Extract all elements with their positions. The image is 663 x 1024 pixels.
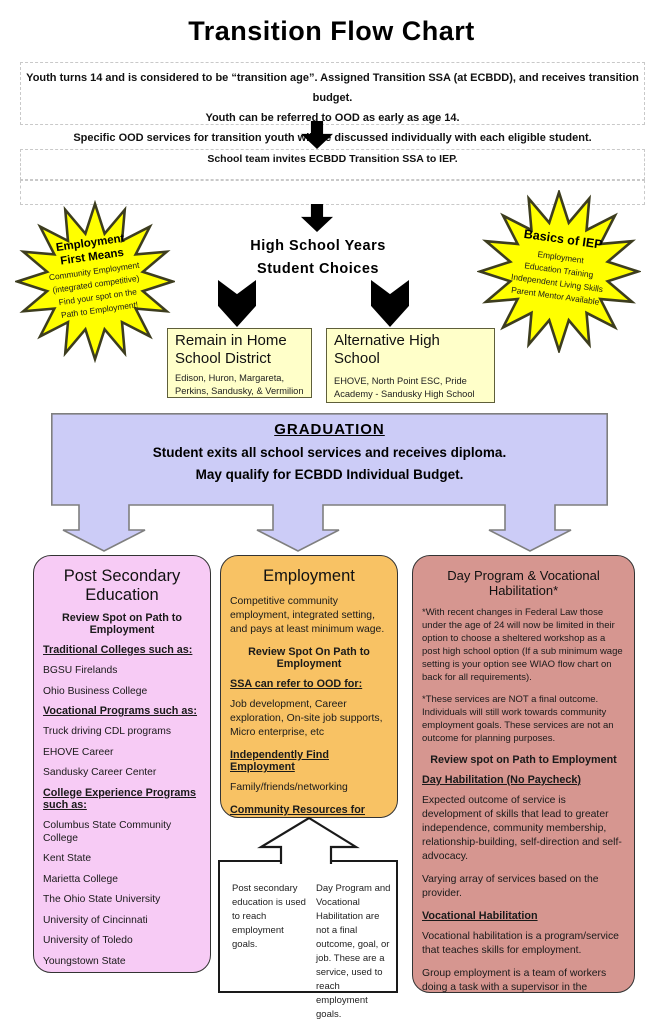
down-arrow-icon <box>301 204 333 232</box>
post-secondary-column: Post Secondary Education Review Spot on … <box>33 555 211 973</box>
note-left-text: Post secondary education is used to reac… <box>232 883 306 950</box>
graduation-line1: Student exits all school services and re… <box>152 445 507 460</box>
starburst-icon <box>15 200 175 363</box>
employment-column: Employment Competitive community employm… <box>220 555 398 818</box>
high-school-years-label: High School Years Student Choices <box>218 235 418 281</box>
list-item: Expected outcome of service is developme… <box>422 795 622 862</box>
review-spot-label: Review spot on Path to Employment <box>430 754 617 766</box>
section-header: Traditional Colleges such as: <box>43 644 193 656</box>
chevron-down-icon <box>218 280 256 327</box>
high-school-years-line2: Student Choices <box>257 261 379 277</box>
section-header: Vocational Programs such as: <box>43 705 198 717</box>
day-program-content: *With recent changes in Federal Law thos… <box>422 606 625 993</box>
intro-box: Youth turns 14 and is considered to be “… <box>20 62 645 144</box>
note-box: Post secondary education is used to reac… <box>218 860 398 1020</box>
graduation-text: GRADUATION Student exits all school serv… <box>51 421 608 482</box>
list-item: Ohio Business College <box>43 685 148 697</box>
section-header: Community Resources for Employment <box>230 804 365 817</box>
alt-school-body: EHOVE, North Point ESC, Pride Academy - … <box>334 376 475 399</box>
empty-dashed-box <box>20 180 645 205</box>
alt-school-box: Alternative High School EHOVE, North Poi… <box>326 328 495 403</box>
section-header: Independently Find Employment <box>230 749 329 773</box>
section-header: College Experience Programs such as: <box>43 786 197 811</box>
list-item: Marietta College <box>43 873 118 885</box>
employment-title: Employment <box>263 567 355 585</box>
list-item: Group employment is a team of workers do… <box>422 968 607 993</box>
section-header: SSA can refer to OOD for: <box>230 678 363 690</box>
list-item: EHOVE Career <box>43 746 114 758</box>
review-spot-label: Review Spot on Path to Employment <box>62 612 182 636</box>
list-item: Competitive community employment, integr… <box>230 596 385 635</box>
day-program-title: Day Program & Vocational Habilitation* <box>447 568 600 598</box>
list-item: Sandusky Career Center <box>43 767 157 778</box>
list-item: University of Cincinnati <box>43 914 148 926</box>
review-spot-label: Review Spot On Path to Employment <box>248 646 370 670</box>
starburst-text: Employment First Means Community Employm… <box>29 228 161 324</box>
list-item: The Ohio State University <box>43 894 161 905</box>
employment-content: Competitive community employment, integr… <box>230 595 388 817</box>
list-item: Youth turns 14 and is considered to be “… <box>26 72 639 104</box>
list-item: Job development, Career exploration, On-… <box>230 699 383 738</box>
invite-box: School team invites ECBDD Transition SSA… <box>20 149 645 180</box>
page-title: Transition Flow Chart <box>188 16 475 46</box>
list-item: *These services are NOT a final outcome.… <box>422 694 614 744</box>
list-item: Specific OOD services for transition you… <box>73 132 592 144</box>
up-arrow-icon <box>257 816 360 864</box>
list-item: Columbus State Community College <box>43 819 172 844</box>
list-item: Family/friends/networking <box>230 782 348 793</box>
home-district-box: Remain in Home School District Edison, H… <box>167 328 312 398</box>
list-item: Vocational habilitation is a program/ser… <box>422 931 619 956</box>
list-item: University of Toledo <box>43 935 133 946</box>
list-item: Kent State <box>43 853 92 864</box>
day-program-column: Day Program & Vocational Habilitation* *… <box>412 555 635 993</box>
list-item: Varying array of services based on the p… <box>422 874 599 899</box>
list-item: Youngstown State <box>43 955 126 967</box>
graduation-banner-shape <box>51 413 608 552</box>
alt-school-title: Alternative High School <box>334 332 440 367</box>
section-header: Day Habilitation (No Paycheck) <box>422 774 581 786</box>
graduation-line2: May qualify for ECBDD Individual Budget. <box>195 467 464 482</box>
list-item: *With recent changes in Federal Law thos… <box>422 607 623 683</box>
home-district-title: Remain in Home School District <box>175 332 287 367</box>
invite-text: School team invites ECBDD Transition SSA… <box>207 153 458 165</box>
employment-first-starburst: Employment First Means Community Employm… <box>15 200 175 363</box>
section-header: Vocational Habilitation <box>422 910 538 922</box>
graduation-title: GRADUATION <box>274 421 385 438</box>
list-item: Truck driving CDL programs <box>43 726 171 737</box>
list-item: BGSU Firelands <box>43 665 118 676</box>
high-school-years-line1: High School Years <box>250 238 386 254</box>
post-secondary-title: Post Secondary Education <box>63 567 181 604</box>
list-item: Youth can be referred to OOD as early as… <box>205 112 460 124</box>
chevron-down-icon <box>371 280 409 327</box>
starburst-icon <box>477 190 641 353</box>
home-district-body: Edison, Huron, Margareta, Perkins, Sandu… <box>175 373 304 396</box>
note-right-text: Day Program and Vocational Habilitation … <box>316 883 391 1020</box>
